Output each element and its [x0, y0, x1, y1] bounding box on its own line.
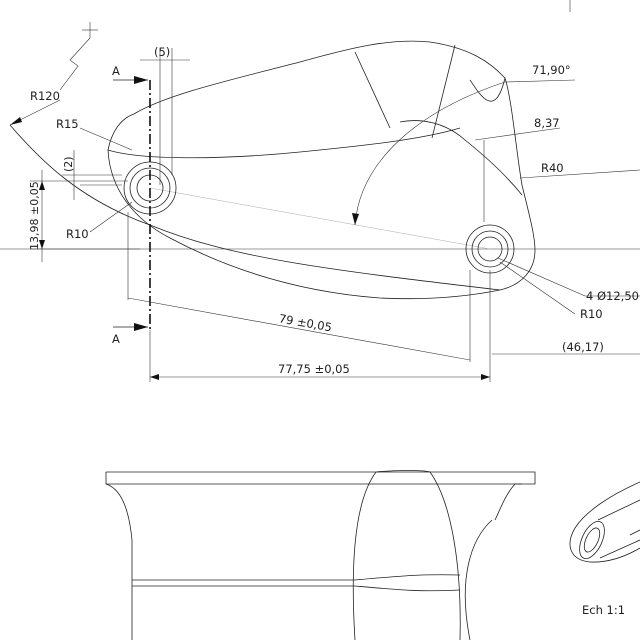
dia-label: 4 Ø12,50 [586, 289, 639, 303]
r10-left-leader [89, 201, 133, 233]
height-arrow-top [39, 181, 45, 190]
dim837-label: 8,37 [534, 116, 560, 130]
isometric-detail [569, 481, 640, 563]
right-pivot-hole [477, 236, 503, 262]
angle-label: 71,90° [532, 63, 571, 77]
iso-body-outline [569, 481, 640, 563]
dim79-label: 79 ±0,05 [278, 311, 333, 334]
r40-label: R40 [541, 161, 564, 175]
side-view-boss-right [429, 471, 461, 640]
r10-right-label: R10 [580, 307, 603, 321]
dim2-label: (2) [62, 156, 75, 172]
height-arrow-bottom [39, 240, 45, 249]
iso-edge-2 [599, 539, 640, 559]
r120-arc [9, 124, 501, 291]
dim7775-arrow-right [481, 374, 490, 380]
r40-leader [519, 169, 640, 179]
top-curve-detail [469, 77, 506, 102]
iso-pivot-hole [583, 527, 601, 553]
iso-small-detail [629, 529, 640, 536]
labels: A A R120 R15 R10 (5) (2) 13,98 ±0,05 71,… [28, 45, 639, 617]
iso-edge-1 [597, 499, 640, 521]
scale-note: Ech 1:1 [582, 603, 625, 617]
side-view-centerline-lower [132, 585, 461, 592]
dim5-label: (5) [154, 45, 170, 59]
side-view [105, 470, 536, 640]
r120-label: R120 [30, 89, 60, 103]
section-label-bottom: A [112, 332, 120, 346]
right-pivot-middle [471, 230, 509, 268]
angle-arc [354, 81, 506, 226]
dim7775-label: 77,75 ±0,05 [278, 362, 350, 376]
side-view-boss-top [375, 470, 431, 473]
r10-right-leader [499, 261, 576, 315]
section-arrow-bottom-head [134, 323, 148, 331]
dim837-line [474, 127, 561, 141]
section-label-top: A [112, 64, 120, 78]
dim4617-label: (46,17) [562, 340, 604, 354]
r10-left-label: R10 [66, 227, 89, 241]
dim79-line [127, 297, 471, 361]
lever-body-outline [107, 40, 536, 300]
facet-line-2 [431, 44, 456, 139]
top-view [0, 0, 640, 382]
iso-pivot-outer [579, 520, 605, 560]
dia-leader [497, 257, 586, 297]
r120-arrow [10, 117, 22, 125]
angle-arrow [352, 213, 359, 225]
side-view-top-edge [106, 471, 536, 521]
r15-leader [79, 127, 133, 151]
side-view-centerline-upper [132, 574, 461, 581]
facet-curve [399, 120, 523, 196]
side-view-round-face [464, 519, 493, 640]
r15-label: R15 [56, 117, 79, 131]
dim7775-arrow-left [150, 374, 159, 380]
pivot-center-line [149, 187, 491, 250]
side-view-left-edge [105, 472, 133, 640]
inner-edge-line [107, 127, 461, 159]
facet-line-1 [354, 51, 391, 129]
section-arrow-top-head [134, 76, 148, 84]
angle-leader [504, 79, 576, 83]
side-view-boss-left [352, 471, 377, 640]
break-symbol [59, 22, 91, 91]
height-label: 13,98 ±0,05 [28, 181, 41, 250]
